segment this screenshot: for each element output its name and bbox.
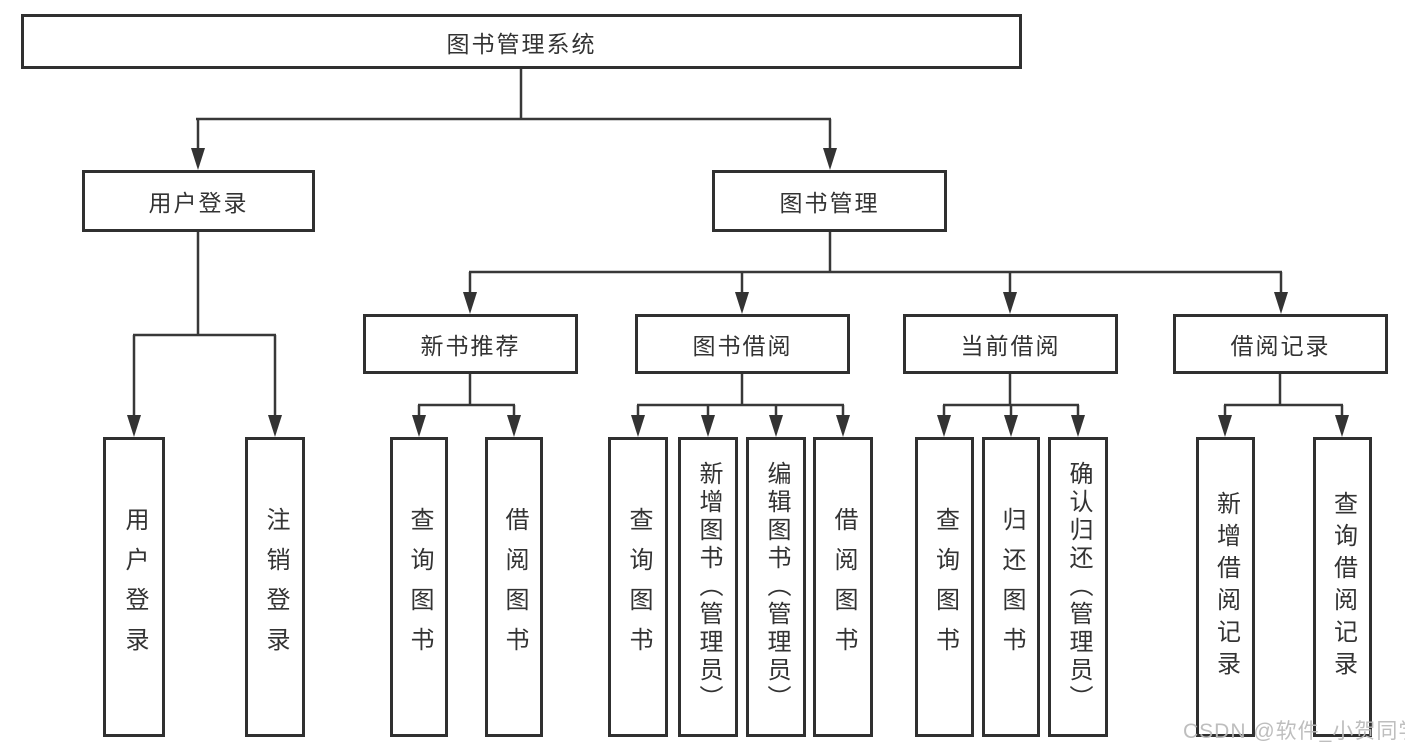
node-query-borrow-record: 查询借阅记录	[1313, 437, 1372, 737]
node-book-borrowing: 图书借阅	[635, 314, 850, 374]
node-logout: 注销登录	[245, 437, 305, 737]
node-label: 用户登录	[121, 507, 148, 667]
csdn-watermark: CSDN @软件_小贺同学	[1183, 720, 1405, 743]
node-add-books-admin: 新增图书（管理员）	[678, 437, 738, 737]
node-query-books-borrowing: 查询图书	[608, 437, 668, 737]
node-query-books-recommendation: 查询图书	[390, 437, 448, 737]
node-label: 当前借阅	[960, 333, 1061, 359]
node-label: 确认归还（管理员）	[1065, 461, 1092, 713]
node-user-login: 用户登录	[82, 170, 315, 232]
node-user-login-action: 用户登录	[103, 437, 165, 737]
node-label: 新增借阅记录	[1212, 491, 1240, 683]
node-book-management: 图书管理	[712, 170, 947, 232]
node-label: 用户登录	[148, 190, 249, 216]
node-label: 查询图书	[625, 507, 652, 667]
node-label: 注销登录	[262, 507, 289, 667]
node-label: 查询图书	[931, 507, 959, 667]
node-borrow-books: 借阅图书	[813, 437, 873, 737]
node-new-book-recommendation: 新书推荐	[363, 314, 578, 374]
node-label: 借阅图书	[501, 507, 528, 667]
node-return-books: 归还图书	[982, 437, 1040, 737]
node-label: 图书借阅	[692, 333, 793, 359]
arrowheads	[127, 148, 1349, 437]
node-edit-books-admin: 编辑图书（管理员）	[746, 437, 806, 737]
node-label: 新书推荐	[420, 333, 521, 359]
node-label: 图书管理系统	[446, 30, 597, 57]
node-label: 借阅图书	[830, 507, 857, 667]
node-library-management-system: 图书管理系统	[21, 14, 1022, 69]
node-borrow-books-recommendation: 借阅图书	[485, 437, 543, 737]
node-query-books-current: 查询图书	[915, 437, 974, 737]
node-label: 借阅记录	[1230, 333, 1331, 359]
node-label: 编辑图书（管理员）	[763, 461, 790, 713]
node-add-borrow-record: 新增借阅记录	[1196, 437, 1255, 737]
node-borrowing-records: 借阅记录	[1173, 314, 1388, 374]
node-label: 新增图书（管理员）	[695, 461, 722, 713]
node-label: 图书管理	[779, 190, 880, 216]
node-label: 查询图书	[406, 507, 433, 667]
node-confirm-return-admin: 确认归还（管理员）	[1048, 437, 1108, 737]
node-label: 查询借阅记录	[1329, 491, 1357, 683]
node-label: 归还图书	[998, 507, 1025, 667]
node-current-borrowing: 当前借阅	[903, 314, 1118, 374]
